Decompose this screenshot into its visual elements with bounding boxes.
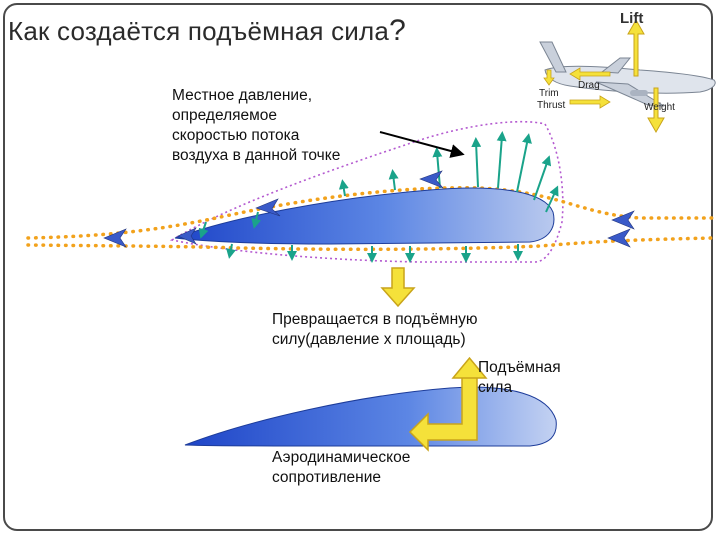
lower-streamline	[26, 236, 714, 252]
pressure-arrow	[251, 211, 262, 229]
pressure-arrow	[545, 185, 559, 213]
upper-streamline	[26, 186, 714, 240]
lift-force-line-2: сила	[478, 379, 513, 396]
lift-force-label: Подъёмная сила	[478, 358, 561, 398]
airplane-engine	[630, 90, 648, 96]
airplane-lift-arrow	[627, 18, 645, 77]
lift-force-line-1: Подъёмная	[478, 359, 561, 376]
airplane-weight-arrow	[647, 87, 665, 134]
title-question-mark: ?	[389, 14, 406, 47]
title-text: Как создаётся подъёмная сила	[8, 16, 390, 46]
airplane-thrust-label: Thrust	[537, 100, 566, 111]
pressure-arrow	[198, 221, 209, 239]
pressure-arrow	[471, 137, 482, 188]
flow-arrow	[103, 228, 127, 248]
local-pressure-line-4: воздуха в данной точке	[172, 147, 341, 164]
drag-force-label: Аэродинамическое сопротивление	[272, 448, 410, 488]
airplane-drag-label: Drag	[578, 80, 600, 91]
flow-arrow	[607, 228, 631, 248]
airplane-tail	[539, 41, 567, 73]
slide-frame	[3, 3, 713, 531]
flow-arrow	[177, 227, 197, 245]
pressure-envelope	[169, 120, 564, 263]
converts-line-1: Превращается в подъёмную	[272, 311, 478, 328]
airplane-trim-label: Trim	[539, 88, 559, 99]
flow-arrow	[255, 198, 281, 217]
local-pressure-label: Местное давление, определяемое скоростью…	[172, 86, 340, 166]
local-pressure-line-1: Местное давление,	[172, 87, 313, 104]
airplane-weight-label: Weight	[644, 102, 675, 113]
local-pressure-line-3: скоростью потока	[172, 127, 300, 144]
airflow-streamlines	[26, 186, 714, 252]
airplane-illustration	[539, 18, 716, 134]
drag-force-line-2: сопротивление	[272, 469, 381, 486]
lift-arrow-head	[451, 356, 488, 379]
airfoil-upper	[174, 187, 555, 245]
pressure-arrow	[533, 155, 552, 201]
converts-label: Превращается в подъёмную силу(давление х…	[272, 310, 478, 350]
airplane-trim-arrow	[543, 69, 555, 86]
pointer-arrow	[379, 131, 465, 158]
pressure-arrow	[226, 243, 236, 259]
flow-arrow	[419, 170, 444, 189]
airplane-drag-arrow	[569, 67, 611, 81]
converts-line-2: силу(давление х площадь)	[272, 331, 466, 348]
pressure-arrow	[388, 169, 399, 191]
pressure-arrows	[198, 131, 559, 263]
flow-arrow	[611, 210, 635, 230]
lift-drag-arrow	[408, 375, 478, 452]
airplane-lift-label: Lift	[620, 10, 644, 27]
pressure-arrow	[516, 133, 532, 193]
flow-arrows	[103, 170, 635, 248]
pressure-arrow	[432, 147, 443, 189]
slide-title: Как создаётся подъёмная сила?	[8, 14, 406, 48]
airplane-wing-far	[600, 57, 632, 74]
drag-force-line-1: Аэродинамическое	[272, 449, 411, 466]
down-arrow	[380, 267, 416, 308]
airplane-thrust-arrow	[569, 95, 611, 109]
airplane-wing	[595, 81, 665, 107]
pressure-arrow	[338, 179, 349, 197]
local-pressure-line-2: определяемое	[172, 107, 278, 124]
pressure-arrow	[496, 131, 507, 189]
